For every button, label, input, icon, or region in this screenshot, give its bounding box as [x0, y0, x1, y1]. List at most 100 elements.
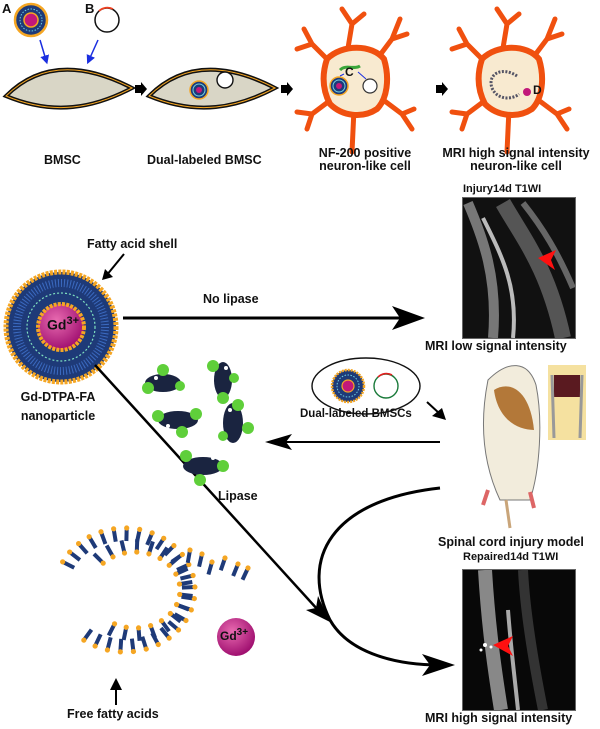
lipase-molecule [218, 399, 254, 443]
fatty-acid-molecule [81, 628, 94, 643]
fatty-acid-molecule [177, 591, 193, 598]
fatty-acid-molecule [67, 549, 82, 562]
lipase-diagonal-arrow [94, 364, 319, 611]
fatty-acid-molecule [75, 540, 89, 555]
right-arrow-icon [135, 82, 147, 96]
fatty-acid-molecule [98, 529, 108, 545]
spinal-cord-injury-rat-photo [481, 365, 586, 529]
fatty-acid-molecule [173, 601, 190, 612]
fatty-acid-molecule [147, 623, 157, 639]
stage-label-line: NF-200 positive [318, 146, 412, 160]
mri-injury-scan [463, 198, 575, 338]
fatty-acid-molecule [176, 580, 193, 587]
fatty-acid-molecule [231, 561, 241, 577]
right-arrow-icon [281, 82, 293, 96]
free-fatty-acids-label: Free fatty acids [67, 707, 159, 721]
mri-repaired-scan [463, 570, 575, 710]
free-fatty-acids-cluster [60, 525, 251, 655]
mri-neuron-like-cell [449, 6, 572, 155]
lipase-molecules [142, 360, 254, 486]
fatty-acid-molecule [157, 546, 169, 562]
gd-dtpa-fa-nanoparticle [3, 269, 119, 385]
marker-d: D [533, 83, 542, 97]
marker-a: A [2, 1, 12, 16]
lipase-label: Lipase [218, 489, 258, 503]
fatty-acid-molecule [104, 636, 113, 653]
nanoparticle-name-line: Gd-DTPA-FA [20, 390, 96, 404]
fatty-acid-molecule [117, 638, 124, 655]
mri-repaired-title: Repaired14d T1WI [463, 551, 559, 563]
fatty-acid-molecule [92, 552, 106, 566]
fatty-acid-molecule [179, 572, 196, 581]
fatty-acid-molecule [176, 561, 192, 572]
repair-curved-arrow [317, 486, 441, 667]
gd-core-label: Gd3+ [47, 315, 79, 333]
fatty-acid-molecule [124, 525, 130, 542]
fatty-acid-molecule [60, 559, 76, 570]
fatty-acid-molecule [206, 559, 215, 576]
labeling-arrows [39, 39, 99, 65]
fatty-acid-molecule [173, 612, 189, 624]
fatty-acid-molecule [166, 555, 181, 568]
fatty-acid-molecule [146, 540, 155, 557]
repair-site-arrow-icon [493, 636, 513, 656]
blue-arrow-a [39, 39, 50, 65]
fatty-acid-molecule [167, 610, 182, 624]
right-arrow-icon [436, 82, 448, 96]
bmsc-cell [2, 67, 137, 110]
fatty-acid-molecule [106, 621, 118, 637]
stage-label-nf200: NF-200 positive neuron-like cell [300, 146, 430, 173]
free-gd-label: Gd3+ [220, 627, 248, 643]
fatty-acid-molecule [92, 633, 103, 649]
marker-b: B [85, 1, 95, 16]
mri-injury-image [462, 197, 576, 339]
mri-repaired-image [462, 569, 576, 711]
marker-c: C [345, 65, 354, 79]
lipase-molecule [142, 364, 185, 394]
blue-arrow-b [86, 39, 99, 65]
fatty-acid-molecule [197, 551, 205, 568]
lipase-molecule [152, 408, 202, 438]
fatty-acid-molecule [121, 624, 129, 641]
stage-label-dual-labeled: Dual-labeled BMSC [147, 153, 262, 167]
gd-charge: 3+ [66, 315, 79, 327]
free-gd-ion [217, 618, 255, 656]
stage-label-bmsc: BMSC [44, 153, 81, 167]
mri-repaired-caption: MRI high signal intensity [425, 711, 573, 725]
fatty-acid-molecule [154, 535, 167, 551]
stage-label-line: neuron-like cell [470, 159, 562, 174]
gd-symbol: Gd [47, 316, 67, 333]
fatty-acid-molecule [173, 566, 189, 577]
fatty-acid-molecule [218, 555, 228, 571]
fatty-acid-molecule [104, 544, 116, 560]
plasmid-ring-icon [94, 6, 120, 33]
small-nanoparticle-icon [13, 2, 49, 38]
fatty-acid-molecule [111, 526, 118, 542]
fatty-acid-molecule [135, 625, 142, 641]
fatty-acid-molecule [163, 543, 177, 557]
dual-labeled-bmscs-icon [311, 357, 421, 415]
fatty-acid-molecule [185, 547, 193, 564]
stage-label-mri-neuron: MRI high signal intensity neuron-like ce… [432, 146, 600, 174]
shell-pointer-arrow [102, 253, 125, 280]
fatty-acid-molecule [129, 638, 137, 655]
lipase-molecule [180, 450, 229, 486]
fatty-acid-molecule [86, 534, 98, 549]
fatty-acid-molecule [145, 530, 155, 546]
nanoparticle-name-line: nanoparticle [20, 408, 96, 423]
lesion-arrow-icon [538, 250, 556, 270]
fatty-acid-molecule [158, 618, 171, 633]
lipase-molecule [207, 360, 239, 404]
model-caption: Spinal cord injury model [438, 535, 584, 549]
mri-injury-title: Injury14d T1WI [463, 183, 542, 195]
fatty-acid-molecule [119, 539, 128, 556]
fatty-acid-molecule [140, 636, 149, 652]
fatty-acid-molecule [181, 584, 198, 590]
fatty-acid-molecule [167, 620, 182, 633]
fatty-acid-molecule [159, 626, 172, 641]
mri-injury-caption: MRI low signal intensity [425, 339, 567, 353]
dual-labeled-bmscs-label: Dual-labeled BMSCs [300, 408, 412, 420]
neuron-like-cell [294, 6, 417, 155]
fatty-acid-molecule [240, 565, 251, 581]
